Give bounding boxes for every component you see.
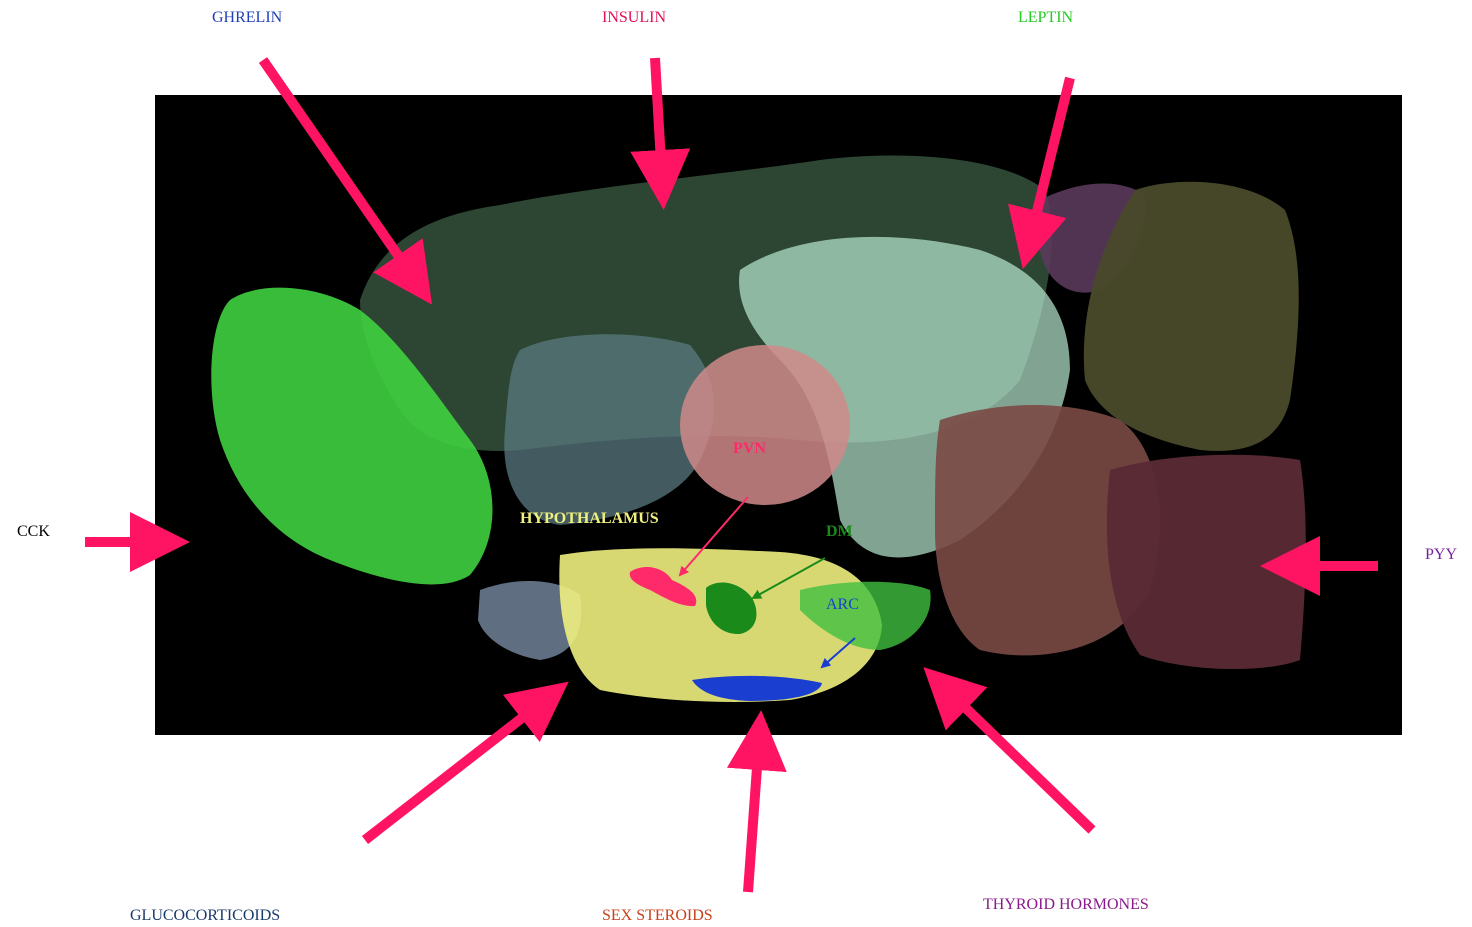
medulla-region [1107, 455, 1306, 669]
arc-label: ARC [826, 597, 859, 613]
ghrelin-label: GHRELIN [212, 10, 282, 26]
sex-steroids-arrow [748, 740, 759, 892]
sex-steroids-label: SEX STEROIDS [602, 908, 713, 924]
hypothalamus-label: HYPOTHALAMUS [520, 511, 659, 527]
thyroid-hormones-label: THYROID HORMONES [983, 897, 1149, 913]
leptin-label: LEPTIN [1018, 10, 1073, 26]
pvn-label: PVN [733, 441, 766, 457]
insulin-arrow [655, 58, 662, 180]
midbrain-sphere [680, 345, 850, 505]
glucocorticoids-label: GLUCOCORTICOIDS [130, 908, 280, 924]
insulin-label: INSULIN [602, 10, 666, 26]
cck-label: CCK [17, 524, 50, 540]
pyy-label: PYY [1425, 547, 1457, 563]
dm-label: DM [826, 524, 853, 540]
